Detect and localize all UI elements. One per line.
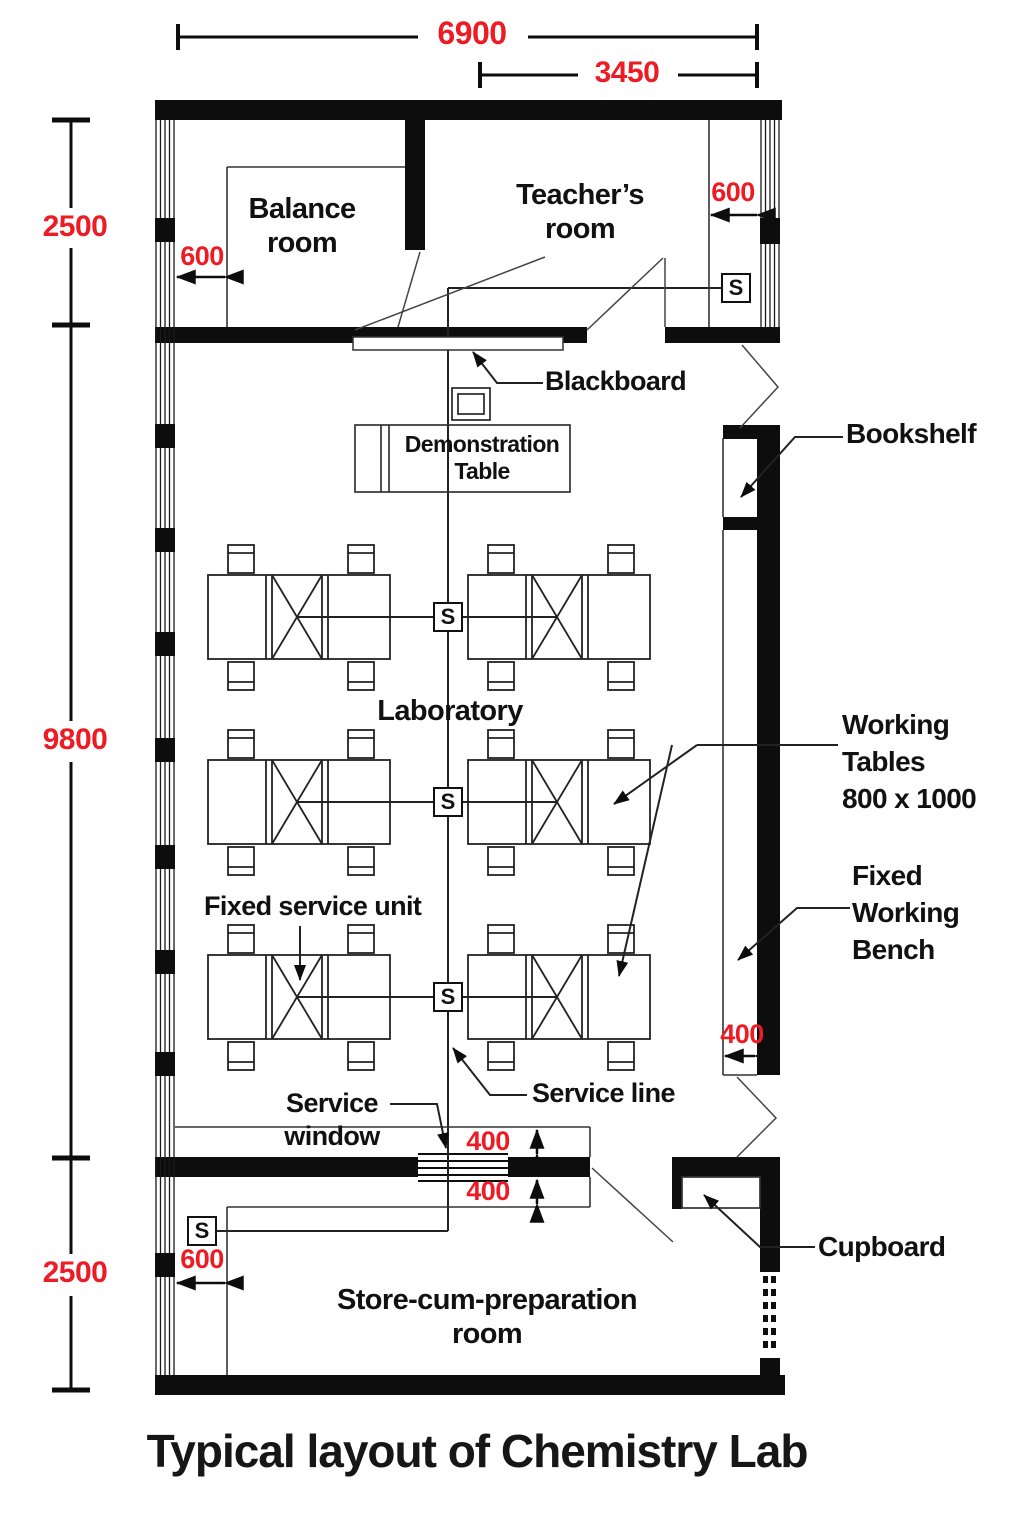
room-label-laboratory: Laboratory [377,695,523,727]
window-left-mullions [155,218,175,1277]
label-bookshelf: Bookshelf [846,418,977,449]
leader-blackboard [472,351,543,384]
bookshelf-bottom [723,517,757,530]
cupboard-top-wall [672,1157,778,1177]
service-lines [216,287,721,1232]
dim-window-above: 400 [466,1126,510,1156]
room-label-teachers: Teacher’s room [516,179,644,246]
wall-bottom [155,1375,785,1395]
leader-fixed-bench [737,907,850,961]
door-lab-right [739,344,780,429]
fixed-working-bench-bar [757,425,780,1075]
leader-bookshelf [740,436,843,498]
wall-store-right-corner [760,1358,780,1395]
wall-store-left [155,1157,590,1177]
label-demonstration-table: Demonstration Table [404,431,560,485]
dim-laboratory-depth: 9800 [42,723,108,756]
wall-partition-balance-teacher [405,120,425,250]
dimension-arrows [175,207,776,1291]
door-store-main [591,1167,674,1243]
dim-overall-width: 6900 [437,15,507,51]
dimension-lines [52,24,759,1393]
service-point-lab-1: S [433,602,463,632]
dim-store-depth: 2500 [42,1256,108,1289]
door-teacher-swing [586,257,664,331]
room-label-balance: Balance room [248,193,356,260]
service-point-teachers: S [721,273,751,303]
dim-top-rooms-depth: 2500 [42,210,108,243]
door-swings [354,251,780,1243]
door-balance [397,251,421,328]
working-tables [207,574,651,1040]
blackboard-shape [352,336,564,351]
stools [227,544,635,1071]
dim-store-offset: 600 [180,1244,224,1274]
door-balance-swing [354,256,546,331]
leader-cupboard [703,1194,815,1248]
cupboard-left-wall [672,1157,682,1209]
service-point-store: S [187,1216,217,1246]
label-cupboard: Cupboard [818,1231,946,1262]
window-store-right-dashes [763,1276,776,1348]
leader-service-line [452,1047,527,1096]
dim-bench-depth: 400 [720,1019,764,1049]
bookshelf-top [723,425,780,439]
leader-lines [294,351,850,1248]
label-blackboard: Blackboard [545,366,687,396]
wall-middle-right [665,327,780,343]
leader-working-tables-row2 [613,744,698,805]
label-service-line: Service line [532,1078,676,1108]
leader-working-tables-row3 [616,744,673,977]
window-right-mullion [760,218,780,244]
cupboard-shape [681,1176,761,1209]
dim-window-below: 400 [466,1176,510,1206]
leader-service-window [390,1103,449,1149]
dim-balance-offset: 600 [180,241,224,271]
room-label-store: Store-cum-preparation room [337,1284,638,1351]
door-store-right [736,1076,778,1158]
label-fixed-service-unit: Fixed service unit [204,891,422,921]
label-service-window: Service window [284,1088,380,1151]
sink-box [451,387,491,421]
dim-half-width: 3450 [594,56,660,89]
label-working-tables: Working Tables 800 x 1000 [842,709,977,814]
service-point-lab-2: S [433,787,463,817]
service-window-hatch [418,1151,508,1183]
wall-top [155,100,782,120]
dim-teacher-offset: 600 [711,177,755,207]
diagram-title: Typical layout of Chemistry Lab [146,1425,809,1477]
label-fixed-working-bench: Fixed Working Bench [852,860,960,965]
service-point-lab-3: S [433,982,463,1012]
thin-partitions [175,120,757,1375]
demonstration-table-shape [354,424,571,493]
wall-store-right [760,1157,780,1272]
